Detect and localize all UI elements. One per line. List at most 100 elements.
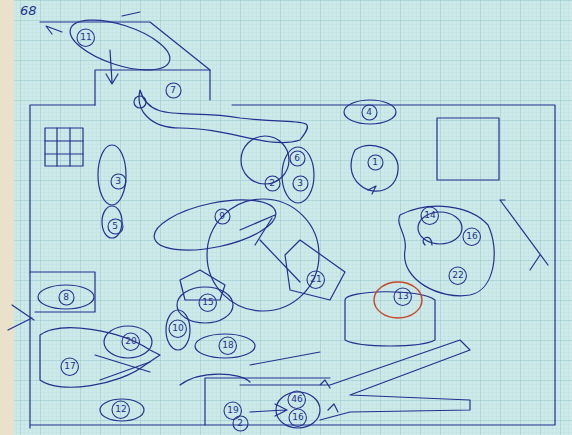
red-blob — [374, 282, 422, 318]
callout-number: 6 — [294, 154, 300, 163]
arrow-mark — [250, 404, 287, 416]
numbered-circle: 11 — [76, 28, 95, 47]
circle-outline — [169, 320, 186, 337]
figure-blob — [98, 145, 126, 205]
pointer — [8, 305, 34, 330]
room-wall — [30, 105, 555, 428]
numbered-circle: 21 — [306, 270, 325, 289]
turn-mark — [368, 186, 376, 194]
callout-number: 46 — [291, 395, 302, 404]
entrance-line — [40, 22, 210, 70]
round-table — [207, 199, 319, 311]
callout-number: 16 — [466, 232, 477, 241]
callout-number: 21 — [310, 275, 321, 284]
callout-number: 18 — [222, 341, 233, 350]
path-line — [180, 374, 250, 385]
numbered-circle: 20 — [121, 332, 140, 351]
numbered-circle: 6 — [289, 150, 306, 167]
circle-outline — [368, 155, 383, 170]
figure-blob — [282, 147, 314, 203]
cabinet — [30, 272, 95, 312]
numbered-circle: 46 — [287, 390, 306, 409]
callout-number: 8 — [63, 293, 69, 302]
callout-number: 20 — [125, 337, 136, 346]
numbered-circle: 15 — [198, 293, 217, 312]
figure-blob — [104, 326, 152, 358]
numbered-circle: 7 — [165, 82, 182, 99]
numbered-circle: 2 — [232, 415, 249, 432]
circle-outline — [362, 105, 377, 120]
callout-number: 22 — [452, 271, 463, 280]
bottom-outline — [205, 378, 330, 425]
callout-number: 10 — [172, 324, 183, 333]
callout-number: 9 — [219, 212, 225, 221]
lying-figure — [240, 340, 470, 420]
numbered-circle: 22 — [448, 266, 467, 285]
circle-outline — [112, 401, 129, 418]
group-blob — [399, 206, 494, 295]
circle-outline — [122, 333, 139, 350]
circle-outline — [421, 207, 438, 224]
figure-blob — [100, 399, 144, 421]
figure-blob — [351, 146, 398, 192]
callout-number: 5 — [112, 222, 118, 231]
furniture — [240, 215, 345, 300]
callout-number: 16 — [292, 413, 303, 422]
callout-number: 11 — [80, 33, 91, 42]
circle-outline — [289, 409, 306, 426]
square-outline — [437, 118, 499, 180]
circle-outline — [293, 176, 308, 191]
numbered-circle: 16 — [288, 408, 307, 427]
circle-outline — [166, 83, 181, 98]
arrow-mark — [106, 12, 140, 84]
callout-number: 1 — [372, 158, 378, 167]
circle-outline — [290, 151, 305, 166]
callout-number: 7 — [170, 86, 176, 95]
circle-outline — [463, 228, 480, 245]
page-number: 68 — [20, 3, 37, 18]
figure-blob — [166, 310, 190, 350]
circle-outline — [394, 288, 411, 305]
circle-outline — [199, 294, 216, 311]
sketch-lines — [8, 10, 555, 428]
circle-outline — [215, 209, 230, 224]
circle-outline — [224, 402, 241, 419]
numbered-circle: 4 — [361, 104, 378, 121]
numbered-circle: 18 — [218, 336, 237, 355]
callout-number: 14 — [424, 211, 435, 220]
numbered-circle: 2 — [264, 175, 281, 192]
callout-number: 3 — [297, 179, 303, 188]
callout-number: 12 — [115, 405, 126, 414]
numbered-circle: 10 — [168, 319, 187, 338]
circle-outline — [307, 271, 324, 288]
turn-mark — [423, 237, 432, 245]
grid-square — [45, 128, 83, 166]
circle-outline — [449, 267, 466, 284]
numbered-circle: 12 — [111, 400, 130, 419]
figure-blob — [38, 285, 94, 309]
circle-outline — [265, 176, 280, 191]
numbered-circle: 1 — [367, 154, 384, 171]
numbered-circle: 5 — [107, 218, 124, 235]
callout-number: 3 — [115, 177, 121, 186]
pointer — [46, 26, 62, 34]
figure-blob — [177, 287, 233, 323]
callout-number: 13 — [397, 292, 408, 301]
figure-blob — [344, 100, 396, 124]
path-blob — [150, 191, 280, 260]
path-blob — [139, 90, 307, 143]
circle-outline — [111, 174, 126, 189]
circle-outline — [59, 290, 74, 305]
entrance-wall — [95, 70, 210, 105]
grid-lines — [45, 128, 83, 166]
circle-outline — [108, 219, 123, 234]
paper-edge — [0, 0, 14, 435]
circle-outline — [233, 416, 248, 431]
callout-number: 2 — [269, 179, 275, 188]
callout-number: 4 — [366, 108, 372, 117]
figure-blob — [195, 334, 255, 358]
circle-outline — [219, 337, 236, 354]
numbered-circle: 9 — [214, 208, 231, 225]
